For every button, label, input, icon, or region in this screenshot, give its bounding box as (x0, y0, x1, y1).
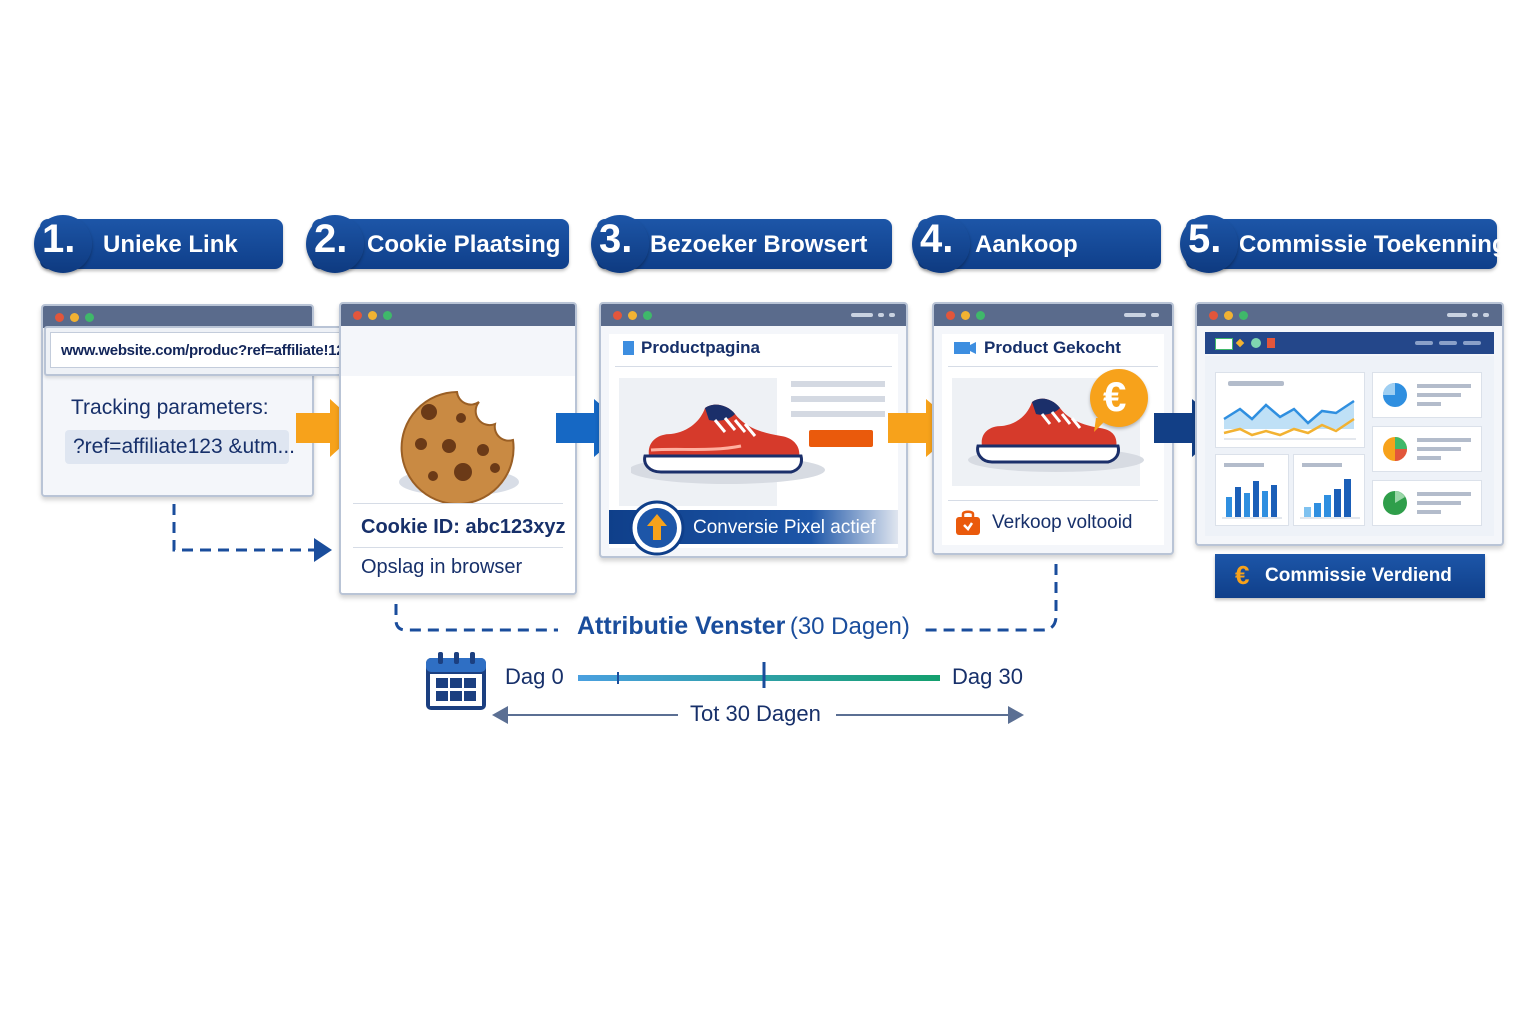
pie-chart-icon (1383, 383, 1407, 407)
stat-card-3 (1372, 480, 1482, 526)
step-2-number: 2. (314, 217, 348, 261)
step-4-browser-window: Product Gekocht Verkoop voltooid (932, 302, 1174, 555)
window-titlebar (1197, 304, 1502, 326)
page-icon (623, 341, 634, 355)
step-1-number: 1. (42, 217, 76, 261)
dashed-connector-attribution-left (394, 604, 558, 632)
step-2-title: Cookie Plaatsing (367, 231, 561, 258)
dashboard-toolbar (1205, 332, 1494, 354)
step-5-dashboard-window (1195, 302, 1504, 546)
add-to-cart-button[interactable] (809, 430, 873, 447)
bar-chart-card-2 (1293, 454, 1365, 526)
product-bought-title: Product Gekocht (984, 338, 1121, 357)
sneaker-icon (968, 398, 1144, 472)
step-3-browser-window: Productpagina Conversie Pixel actief (599, 302, 908, 558)
window-titlebar (43, 306, 312, 328)
step-4-badge: 4. (912, 215, 970, 273)
range-arrow (492, 706, 1024, 724)
cookie-icon (399, 390, 519, 504)
step-5-title: Commissie Toekenning (1239, 231, 1507, 258)
step-2-badge: 2. (306, 215, 364, 273)
step-4-number: 4. (920, 217, 954, 261)
pixel-icon (629, 500, 685, 556)
attribution-window-title: Attributie Venster (30 Dagen) (577, 612, 910, 641)
dashed-connector-step-4 (922, 564, 1058, 632)
storage-label: Opslag in browser (361, 556, 523, 578)
commission-earned-label: Commissie Verdiend (1265, 565, 1452, 586)
step-1-title: Unieke Link (103, 231, 238, 258)
conversion-pixel-label: Conversie Pixel actief (693, 517, 876, 538)
attribution-days: (30 Dagen) (789, 613, 910, 640)
step-5-number: 5. (1188, 217, 1222, 261)
window-titlebar (341, 304, 575, 326)
step-3-number: 3. (599, 217, 633, 261)
bar-chart-icon (1222, 481, 1282, 519)
step-5-badge: 5. (1180, 215, 1238, 273)
cookie-id-label: Cookie ID: abc123xyz (361, 516, 566, 538)
stat-card-1 (1372, 372, 1482, 418)
step-2-browser-window: Cookie ID: abc123xyz Opslag in browser (339, 302, 577, 595)
step-4-header: 4. Aankoop (912, 215, 1161, 273)
dashed-connector-1-2 (172, 504, 332, 562)
bar-chart-card-1 (1215, 454, 1289, 526)
step-4-title: Aankoop (975, 231, 1078, 258)
step-3-header: 3. Bezoeker Browsert (591, 215, 892, 273)
trend-line-chart (1223, 399, 1356, 440)
url-text: www.website.com/produc?ref=affiliate!123… (61, 342, 402, 359)
attribution-title: Attributie Venster (577, 612, 786, 640)
line-chart-card (1215, 372, 1365, 448)
stat-card-2 (1372, 426, 1482, 472)
range-label: Tot 30 Dagen (690, 701, 821, 726)
step-3-badge: 3. (591, 215, 649, 273)
pie-chart-icon (1383, 437, 1407, 461)
window-titlebar (934, 304, 1172, 326)
tracking-value: ?ref=affiliate123 &utm... (73, 435, 295, 458)
window-titlebar (601, 304, 906, 326)
step-2-header: 2. Cookie Plaatsing (306, 215, 569, 273)
step-5-header: 5. Commissie Toekenning (1180, 215, 1507, 273)
tracking-label: Tracking parameters: (71, 396, 269, 419)
euro-icon: € (1235, 560, 1250, 590)
day-0-label: Dag 0 (505, 664, 564, 689)
camera-icon (954, 342, 976, 354)
step-3-title: Bezoeker Browsert (650, 231, 868, 258)
timeline-bar (578, 662, 940, 688)
tracking-value-box: ?ref=affiliate123 &utm... (65, 430, 295, 464)
shopping-bag-icon (956, 510, 980, 535)
euro-icon: € (1090, 369, 1148, 427)
step-1-header: 1. Unieke Link (34, 215, 283, 273)
pie-chart-icon (1383, 491, 1407, 515)
step-1-badge: 1. (34, 215, 92, 273)
euro-symbol: € (1103, 373, 1127, 420)
sneaker-icon (631, 404, 825, 484)
sale-completed-label: Verkoop voltooid (992, 512, 1133, 533)
bar-chart-icon (1300, 479, 1360, 519)
product-page-title: Productpagina (641, 338, 761, 357)
calendar-icon (426, 652, 486, 710)
euro-bubble-tail (1094, 418, 1108, 432)
commission-earned-banner: € Commissie Verdiend (1215, 554, 1485, 598)
day-30-label: Dag 30 (952, 664, 1023, 689)
